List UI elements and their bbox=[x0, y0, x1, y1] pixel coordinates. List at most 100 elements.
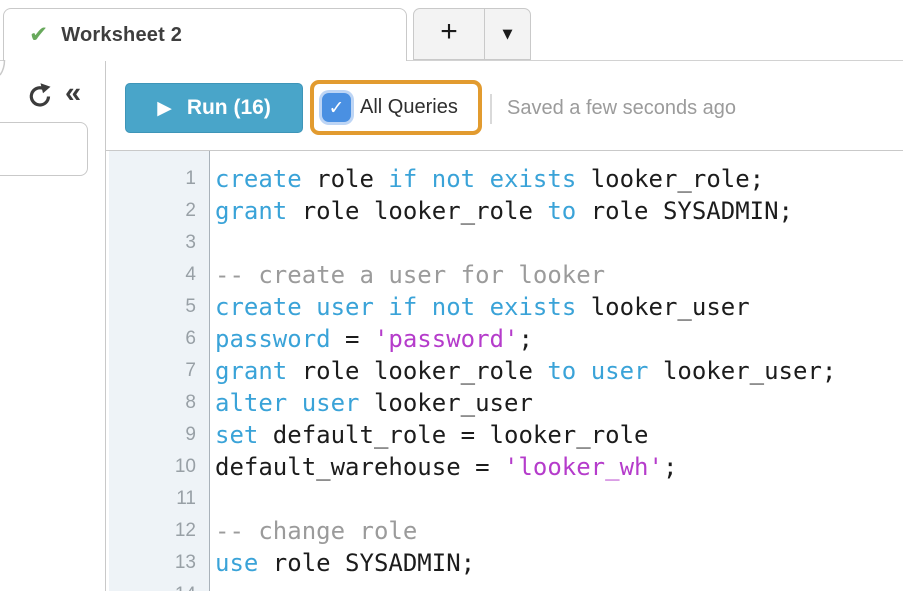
line-number: 2 bbox=[185, 200, 196, 221]
line-number-gutter: 1234567891011121314 bbox=[109, 151, 210, 591]
code-token bbox=[302, 293, 316, 321]
worksheet-main: ▶ Run (16) ✓ All Queries Saved a few sec… bbox=[106, 61, 903, 591]
code-token: exists bbox=[489, 293, 577, 321]
code-token: looker_role; bbox=[576, 165, 765, 193]
line-number: 7 bbox=[185, 360, 196, 381]
run-button-label: Run (16) bbox=[186, 96, 271, 119]
code-token bbox=[287, 389, 301, 417]
collapse-panel-icon[interactable]: « bbox=[65, 77, 81, 109]
line-number: 1 bbox=[185, 168, 196, 189]
code-token: exists bbox=[489, 165, 577, 193]
code-token: user bbox=[316, 293, 374, 321]
run-button[interactable]: ▶ Run (16) bbox=[125, 83, 303, 133]
object-browser-panel: « bbox=[0, 61, 106, 591]
line-number: 5 bbox=[185, 296, 196, 317]
tab-worksheet-2[interactable]: ✔ Worksheet 2 bbox=[3, 8, 407, 61]
code-token: create bbox=[215, 293, 302, 321]
code-token: password bbox=[215, 325, 331, 353]
play-icon: ▶ bbox=[157, 96, 172, 119]
tab-label: Worksheet 2 bbox=[61, 23, 183, 46]
line-number: 14 bbox=[109, 579, 209, 591]
code-token: looker_user; bbox=[648, 357, 837, 385]
code-token: 'looker_wh' bbox=[503, 453, 663, 481]
code-token: grant bbox=[215, 197, 288, 225]
all-queries-label[interactable]: All Queries bbox=[360, 96, 458, 118]
saved-status-text: Saved a few seconds ago bbox=[507, 97, 737, 119]
code-line[interactable]: alter user looker_user bbox=[215, 387, 903, 419]
code-token: use bbox=[215, 549, 259, 577]
line-number: 3 bbox=[185, 232, 196, 253]
line-number: 12 bbox=[174, 520, 196, 541]
code-token: looker_user bbox=[576, 293, 750, 321]
all-queries-checkbox[interactable]: ✓ bbox=[322, 93, 351, 122]
worksheet-menu-button[interactable]: ▼ bbox=[502, 26, 513, 42]
code-line[interactable]: -- change role bbox=[215, 515, 903, 547]
code-line[interactable]: default_warehouse = 'looker_wh'; bbox=[215, 451, 903, 483]
sql-editor[interactable]: 1234567891011121314 create role if not e… bbox=[106, 150, 903, 591]
code-token bbox=[417, 293, 431, 321]
worksheet-toolbar: ▶ Run (16) ✓ All Queries Saved a few sec… bbox=[106, 61, 903, 150]
code-token: user bbox=[301, 389, 360, 417]
line-number: 11 bbox=[176, 488, 196, 509]
code-token: role bbox=[301, 165, 389, 193]
line-number: 6 bbox=[185, 328, 196, 349]
code-token: -- create a user for looker bbox=[215, 261, 606, 289]
code-line[interactable]: -- create a user for looker bbox=[215, 259, 903, 291]
new-worksheet-button[interactable]: + bbox=[414, 9, 485, 59]
tab-corner-flare bbox=[0, 60, 6, 76]
line-number: 8 bbox=[185, 392, 196, 413]
code-line[interactable]: create user if not exists looker_user bbox=[215, 291, 903, 323]
code-token: = bbox=[330, 325, 374, 353]
code-token: role SYSADMIN; bbox=[258, 549, 476, 577]
code-token bbox=[576, 357, 590, 385]
code-token: ; bbox=[518, 325, 533, 353]
code-token: to bbox=[547, 357, 577, 385]
code-token: if bbox=[388, 293, 418, 321]
code-token: default_warehouse = bbox=[215, 453, 504, 481]
worksheet-tab-bar: ✔ Worksheet 2 + ▼ bbox=[0, 0, 903, 76]
code-token: user bbox=[590, 357, 649, 385]
code-token: to bbox=[547, 197, 577, 225]
panel-icons-row: « bbox=[28, 77, 105, 109]
saved-check-icon: ✔ bbox=[29, 21, 49, 48]
object-search-box[interactable] bbox=[0, 122, 88, 176]
code-token bbox=[475, 165, 489, 193]
code-line[interactable]: use role SYSADMIN; bbox=[215, 547, 903, 579]
code-token: not bbox=[431, 165, 476, 193]
code-token bbox=[417, 165, 431, 193]
refresh-icon[interactable] bbox=[28, 82, 52, 109]
code-token bbox=[374, 293, 388, 321]
code-token: alter bbox=[215, 389, 288, 417]
code-line[interactable] bbox=[215, 483, 903, 515]
code-area[interactable]: create role if not exists looker_role;gr… bbox=[210, 151, 903, 591]
code-token bbox=[475, 293, 489, 321]
code-token: set bbox=[215, 421, 259, 449]
code-token: not bbox=[431, 293, 476, 321]
toolbar-divider bbox=[490, 94, 492, 124]
code-line[interactable]: grant role looker_role to role SYSADMIN; bbox=[215, 195, 903, 227]
line-number: 9 bbox=[185, 424, 196, 445]
code-token: looker_user bbox=[359, 389, 533, 417]
code-line[interactable] bbox=[215, 227, 903, 259]
tab-actions-group: + ▼ bbox=[413, 8, 531, 60]
line-number: 10 bbox=[174, 456, 196, 477]
code-token: create bbox=[215, 165, 302, 193]
gutter-gap bbox=[106, 151, 109, 591]
code-token: grant bbox=[215, 357, 288, 385]
code-line[interactable]: set default_role = looker_role bbox=[215, 419, 903, 451]
code-line[interactable]: create role if not exists looker_role; bbox=[215, 163, 903, 195]
code-token: -- change role bbox=[215, 517, 418, 545]
code-line[interactable]: grant role looker_role to user looker_us… bbox=[215, 355, 903, 387]
code-token: ; bbox=[662, 453, 678, 481]
code-token: default_role = looker_role bbox=[258, 421, 649, 449]
line-number: 13 bbox=[174, 552, 196, 573]
code-token: role looker_role bbox=[287, 357, 548, 385]
code-line[interactable] bbox=[215, 579, 903, 591]
code-token: if bbox=[388, 165, 418, 193]
code-token: 'password' bbox=[373, 325, 519, 353]
code-token: role SYSADMIN; bbox=[576, 197, 793, 225]
all-queries-highlight-ring: ✓ All Queries bbox=[310, 80, 482, 135]
line-number: 4 bbox=[185, 264, 196, 285]
code-line[interactable]: password = 'password'; bbox=[215, 323, 903, 355]
code-token: role looker_role bbox=[287, 197, 548, 225]
